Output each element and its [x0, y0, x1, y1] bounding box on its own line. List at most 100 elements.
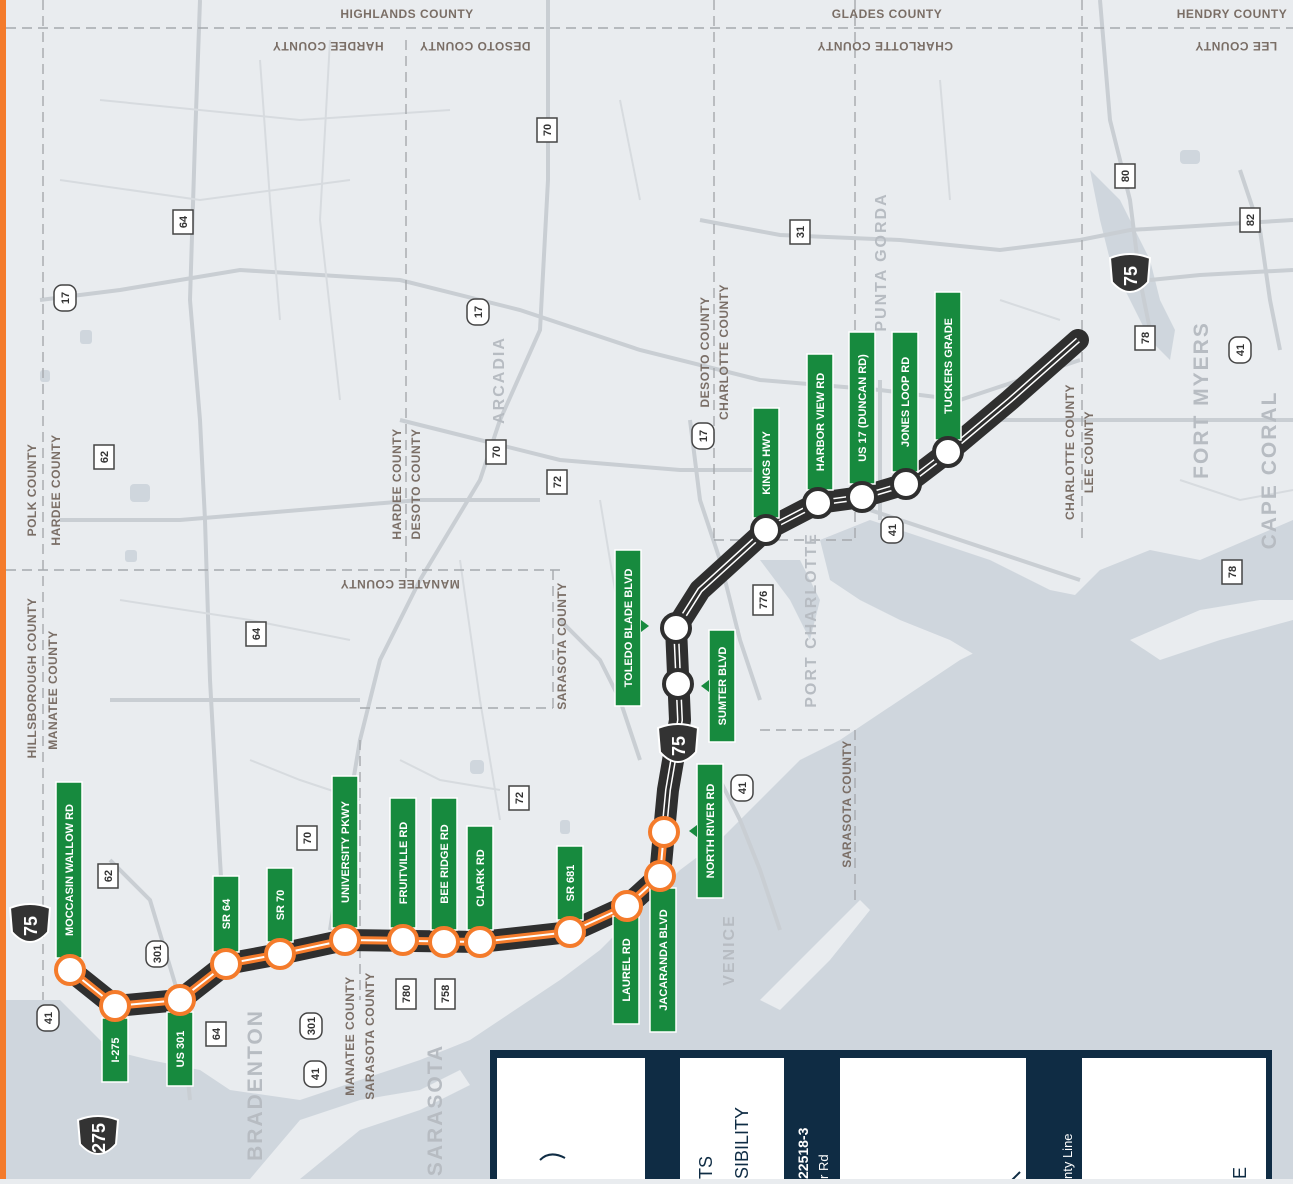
- city-label: PORT CHARLOTTE: [803, 532, 820, 708]
- state-road-shield-icon: 64: [205, 1021, 227, 1047]
- interchange-nodes: [54, 436, 964, 1022]
- shield-body: [1134, 325, 1156, 351]
- shield-number: 78: [1227, 566, 1239, 578]
- county-labels: HIGHLANDS COUNTY HARDEE COUNTY DESOTO CO…: [25, 7, 1287, 1100]
- shield-number: 80: [1120, 170, 1132, 182]
- shield-body: [97, 863, 119, 889]
- interchange-sign: US 17 (DUNCAN RD): [848, 331, 876, 485]
- county-label: MANATEE COUNTY: [46, 630, 60, 749]
- interchange-label: JONES LOOP RD: [900, 357, 912, 447]
- panel-logo-cell: [497, 1058, 645, 1184]
- interchange-node[interactable]: [890, 468, 922, 500]
- barrier-islands: [250, 600, 1293, 1179]
- interchange-node[interactable]: [846, 481, 878, 513]
- shield-body: [145, 940, 169, 968]
- interchange-sign: LAUREL RD: [612, 915, 640, 1025]
- us-route-shield-icon: 41: [880, 516, 904, 544]
- shield-body: [93, 444, 115, 470]
- sign-pointer: [689, 825, 697, 837]
- county-label: HENDRY COUNTY: [1177, 7, 1288, 21]
- interchange-node[interactable]: [329, 924, 361, 956]
- shield-number: 41: [737, 782, 749, 794]
- sign-panel: [331, 775, 359, 929]
- us-route-shield-icon: 41: [1228, 336, 1252, 364]
- shield-body: [466, 298, 490, 326]
- shield-number: 64: [178, 215, 190, 228]
- title-panel: TS SIBILITY 22518-3 r Rd nty Line E: [490, 1050, 1272, 1184]
- shield-body: [752, 584, 774, 616]
- us-route-shield-icon: 17: [691, 422, 715, 450]
- sign-panel: [891, 331, 919, 473]
- state-road-shield-icon: 72: [546, 469, 568, 495]
- interchange-sign: SR 681: [556, 845, 584, 921]
- interchange-label: SUMTER BLVD: [717, 647, 729, 726]
- interchange-node[interactable]: [464, 926, 496, 958]
- county-label: HILLSBOROUGH COUNTY: [25, 598, 39, 759]
- interchange-node[interactable]: [264, 938, 296, 970]
- interchange-node[interactable]: [611, 890, 643, 922]
- us-route-shield-icon: 17: [466, 298, 490, 326]
- county-label: MANATEE COUNTY: [340, 577, 459, 591]
- county-label: CHARLOTTE COUNTY: [1063, 384, 1077, 520]
- shield-number: 31: [795, 226, 807, 238]
- interchange-node[interactable]: [164, 984, 196, 1016]
- state-road-shield-icon: 70: [485, 439, 507, 465]
- sign-panel: [806, 353, 834, 491]
- interchange-node[interactable]: [428, 926, 460, 958]
- interchange-node[interactable]: [554, 916, 586, 948]
- sign-panel: [708, 629, 736, 743]
- shield-number: 41: [1235, 344, 1247, 356]
- shield-number: 72: [552, 476, 564, 488]
- shield-number: 41: [887, 524, 899, 536]
- city-label: FORT MYERS: [1190, 321, 1213, 479]
- interchange-node[interactable]: [660, 612, 692, 644]
- shield-number: 64: [251, 627, 263, 640]
- interchange-node[interactable]: [54, 954, 86, 986]
- shield-body: [245, 621, 267, 647]
- interchange-label: TUCKERS GRADE: [943, 318, 955, 414]
- county-label: DESOTO COUNTY: [698, 297, 712, 408]
- shield-body: [395, 978, 417, 1010]
- interchange-node[interactable]: [750, 514, 782, 546]
- county-label: DESOTO COUNTY: [420, 39, 531, 53]
- shield-number: 41: [43, 1012, 55, 1024]
- interchange-node[interactable]: [99, 990, 131, 1022]
- shield-number: 17: [698, 430, 710, 442]
- interchange-label: HARBOR VIEW RD: [815, 373, 827, 471]
- interchange-node[interactable]: [644, 860, 676, 892]
- interchange-node[interactable]: [210, 948, 242, 980]
- county-label: POLK COUNTY: [25, 444, 39, 537]
- interchange-node[interactable]: [387, 924, 419, 956]
- shield-number: 301: [306, 1017, 318, 1035]
- interchange-sign: US 301: [166, 1011, 194, 1087]
- state-road-shield-icon: 80: [1114, 163, 1136, 189]
- interchange-label: LAUREL RD: [621, 938, 633, 1001]
- us-route-shield-icon: 301: [145, 940, 169, 968]
- sign-pointer: [701, 680, 709, 692]
- interchange-node[interactable]: [648, 816, 680, 848]
- interchange-sign: CLARK RD: [466, 825, 494, 931]
- interchange-node[interactable]: [802, 487, 834, 519]
- shield-number: 75: [1121, 266, 1141, 286]
- interchange-sign: SUMTER BLVD: [701, 629, 736, 743]
- interchange-node[interactable]: [932, 436, 964, 468]
- shield-body: [434, 978, 456, 1010]
- county-label: LEE COUNTY: [1082, 411, 1096, 493]
- county-label: DESOTO COUNTY: [409, 429, 423, 540]
- interchange-node[interactable]: [662, 668, 694, 700]
- panel-project-road: r Rd: [816, 1154, 831, 1179]
- shield-number: 64: [211, 1027, 223, 1040]
- shield-body: [1228, 336, 1252, 364]
- panel-legend-text: nty Line: [1060, 1133, 1075, 1179]
- shield-body: [172, 209, 194, 235]
- panel-map-cell: [840, 1058, 1026, 1184]
- shield-body: [53, 284, 77, 312]
- city-label: PUNTA GORDA: [873, 192, 890, 331]
- county-label: SARASOTA COUNTY: [840, 740, 854, 868]
- interchange-label: FRUITVILLE RD: [398, 822, 410, 905]
- state-road-shield-icon: 64: [245, 621, 267, 647]
- shield-number: 41: [310, 1068, 322, 1080]
- panel-legend-title: E: [1230, 1167, 1250, 1179]
- interchange-label: NORTH RIVER RD: [705, 784, 717, 879]
- interstate-shield-icon: 75: [656, 723, 700, 763]
